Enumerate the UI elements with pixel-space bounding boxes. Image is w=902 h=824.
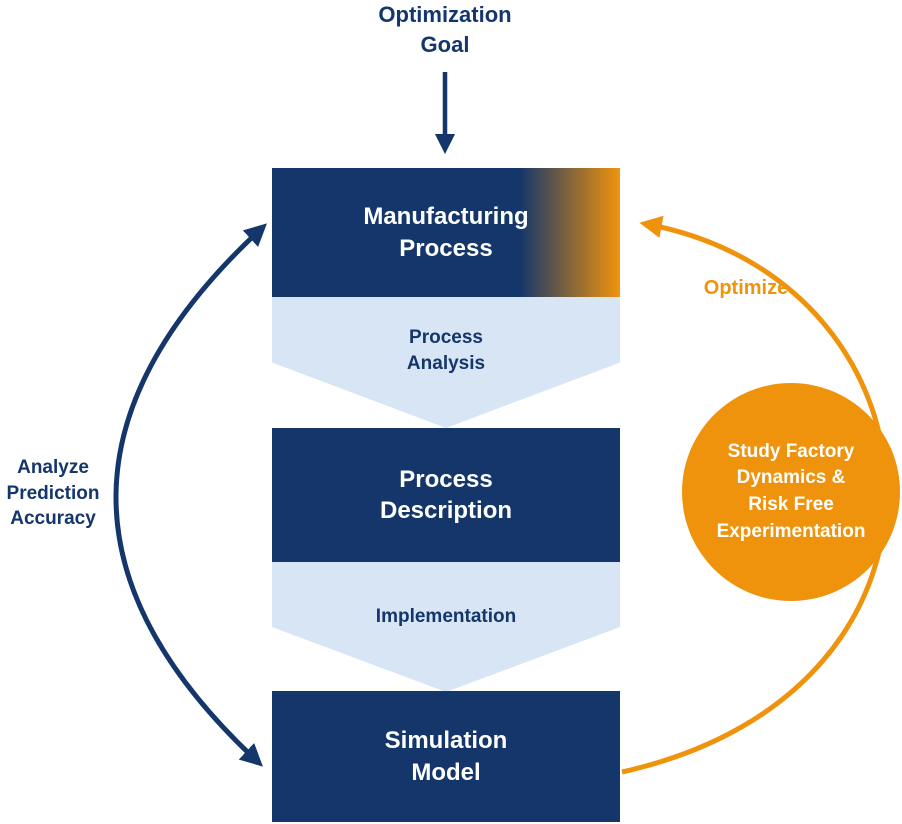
simulation-model-label: Simulation Model xyxy=(384,727,508,786)
process-description-box: Process Description xyxy=(272,428,620,562)
study-factory-circle: Study Factory Dynamics & Risk Free Exper… xyxy=(682,383,900,601)
study-factory-circle-label: Study Factory Dynamics & Risk Free Exper… xyxy=(716,440,866,542)
manufacturing-process-box: Manufacturing Process xyxy=(272,168,620,297)
process-description-label: Process Description xyxy=(379,465,513,524)
process-analysis-label: Process Analysis xyxy=(406,327,486,374)
implementation-label: Implementation xyxy=(375,606,517,627)
analyze-prediction-accuracy-label: Analyze Prediction Accuracy xyxy=(6,457,100,530)
manufacturing-process-label: Manufacturing Process xyxy=(363,203,529,262)
optimization-goal-label: Optimization Goal xyxy=(378,2,512,57)
optimize-label: Optimize xyxy=(703,277,789,299)
simulation-model-box: Simulation Model xyxy=(272,691,620,822)
analyze-feedback-arrow xyxy=(113,223,267,767)
